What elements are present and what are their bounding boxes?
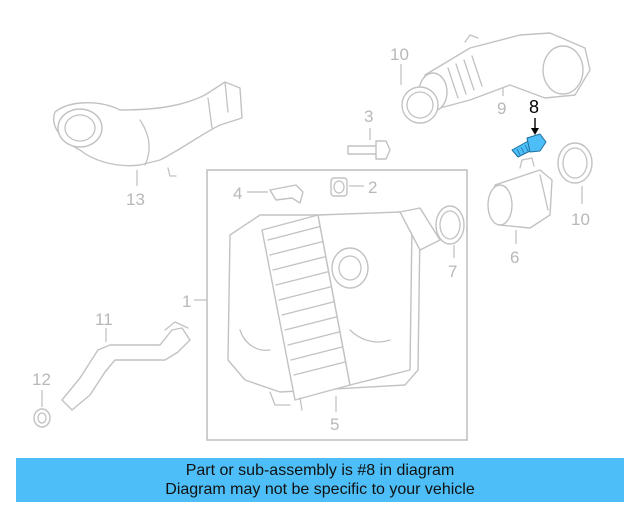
arrow-8 <box>531 128 539 135</box>
part-8-bolt-highlighted <box>511 133 547 158</box>
part-13-intake-duct <box>53 81 243 177</box>
part-2-grommet <box>330 177 348 197</box>
banner-line-2: Diagram may not be specific to your vehi… <box>165 481 475 498</box>
callout-2: 2 <box>368 178 377 197</box>
part-12-clamp <box>33 408 51 428</box>
part-4-clip <box>269 184 304 204</box>
callout-8: 8 <box>529 97 539 117</box>
parts-diagram: 13 1 4 2 3 5 7 <box>32 32 593 441</box>
part-3-bolt <box>347 140 391 160</box>
part-11-hose <box>61 321 191 411</box>
callout-12: 12 <box>32 370 51 389</box>
callout-6: 6 <box>510 248 519 267</box>
part-1-air-cleaner-housing <box>227 207 441 411</box>
callout-7: 7 <box>448 262 457 281</box>
callout-13: 13 <box>126 190 145 209</box>
callout-10b: 10 <box>571 210 590 229</box>
callout-9: 9 <box>497 99 506 118</box>
info-banner: Part or sub-assembly is #8 in diagram Di… <box>16 458 624 502</box>
part-10-clamp-lower <box>557 142 593 184</box>
callout-5: 5 <box>330 415 339 434</box>
assembly-box <box>206 169 468 441</box>
callout-10a: 10 <box>390 45 409 64</box>
part-10-clamp-upper <box>401 86 439 124</box>
callout-4: 4 <box>233 184 242 203</box>
callout-1: 1 <box>182 292 191 311</box>
part-6-mass-air-flow-sensor <box>487 157 553 229</box>
part-7-seal <box>435 205 465 245</box>
banner-line-1: Part or sub-assembly is #8 in diagram <box>185 462 455 479</box>
callout-11: 11 <box>95 310 113 329</box>
callout-3: 3 <box>364 107 373 126</box>
